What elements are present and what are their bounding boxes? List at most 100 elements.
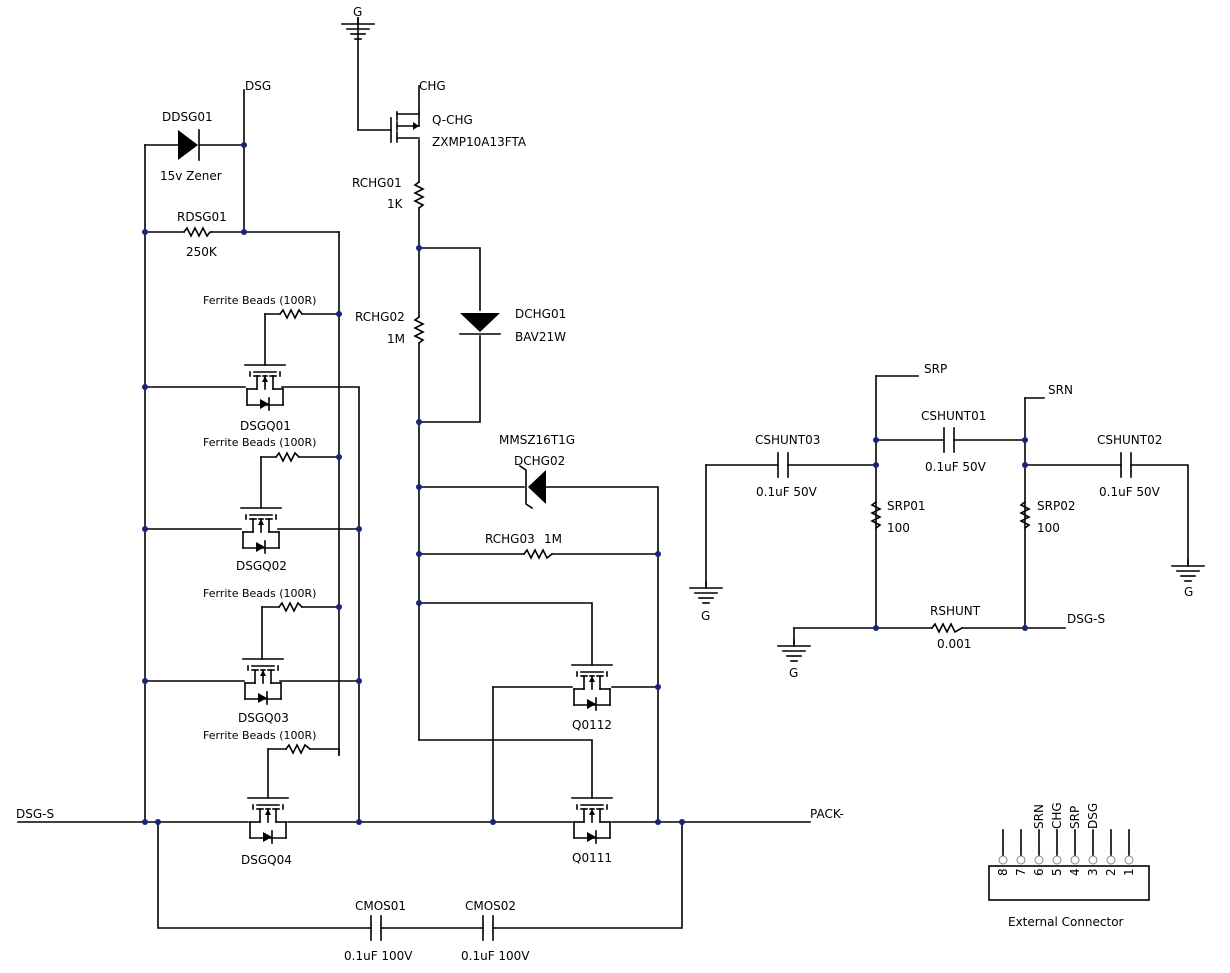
- label-ferrite1: Ferrite Beads (100R): [203, 294, 316, 307]
- mosfet-q0112: [571, 664, 613, 711]
- label-dsg-net: DSG: [245, 79, 271, 93]
- label-dsgs-right: DSG-S: [1067, 612, 1105, 626]
- resistor-rdsg01: [182, 226, 213, 238]
- label-ferrite2: Ferrite Beads (100R): [203, 436, 316, 449]
- label-rchg01: RCHG01: [352, 176, 402, 190]
- junctions: [142, 142, 1028, 825]
- connector-pin: [1016, 855, 1026, 865]
- connector-pin: [1124, 855, 1134, 865]
- label-dchg02: DCHG02: [514, 454, 565, 468]
- label-rchg02-val: 1M: [387, 332, 405, 346]
- label-cmos02: CMOS02: [465, 899, 516, 913]
- zener-ddsg01: [178, 129, 200, 161]
- label-cmos01: CMOS01: [355, 899, 406, 913]
- label-dsgq04: DSGQ04: [241, 853, 292, 867]
- label-cmos02-val: 0.1uF 100V: [461, 949, 530, 963]
- label-dchg01-part: BAV21W: [515, 330, 566, 344]
- diode-dchg01: [459, 313, 501, 335]
- capacitor-cshunt02: [1120, 452, 1132, 478]
- label-dsgq03: DSGQ03: [238, 711, 289, 725]
- resistor-ferrite2: [274, 451, 301, 463]
- mosfet-dsgq04: [247, 797, 289, 844]
- connector-pin-number: 1: [1122, 868, 1136, 876]
- label-cshunt02: CSHUNT02: [1097, 433, 1162, 447]
- connector-pin: [1034, 855, 1044, 865]
- resistor-rchg01: [413, 180, 425, 210]
- label-rdsg01-val: 250K: [186, 245, 218, 259]
- connector-pin-signal: CHG: [1050, 802, 1064, 829]
- resistor-rchg02: [413, 315, 425, 345]
- resistor-rchg03: [522, 548, 554, 560]
- connector-pin-number: 5: [1050, 868, 1064, 876]
- mosfet-dsgq03: [242, 658, 284, 705]
- label-srp01-val: 100: [887, 521, 910, 535]
- label-ddsg01: DDSG01: [162, 110, 213, 124]
- zener-dchg02: [518, 464, 546, 510]
- label-srp02: SRP02: [1037, 499, 1075, 513]
- label-qchg-part: ZXMP10A13FTA: [432, 135, 527, 149]
- label-chg-net: CHG: [419, 79, 446, 93]
- ground-cshunt02: [1171, 559, 1205, 582]
- label-qchg-name: Q-CHG: [432, 113, 473, 127]
- label-srp01: SRP01: [887, 499, 925, 513]
- label-mmsz: MMSZ16T1G: [499, 433, 575, 447]
- connector-pin: [1052, 855, 1062, 865]
- label-cshunt03-val: 0.1uF 50V: [756, 485, 818, 499]
- connector-pin-signal: SRN: [1032, 804, 1046, 829]
- capacitor-cshunt03: [777, 452, 789, 478]
- label-dsgs-left: DSG-S: [16, 807, 54, 821]
- label-cshunt01-val: 0.1uF 50V: [925, 460, 987, 474]
- connector-pin-number: 7: [1014, 868, 1028, 876]
- label-dsgq01: DSGQ01: [240, 419, 291, 433]
- connector-pin-number: 6: [1032, 868, 1046, 876]
- label-dchg01: DCHG01: [515, 307, 566, 321]
- label-rdsg01: RDSG01: [177, 210, 227, 224]
- label-rchg03: RCHG03: [485, 532, 535, 546]
- label-rchg03-val: 1M: [544, 532, 562, 546]
- resistor-ferrite4: [284, 743, 312, 755]
- label-g-left: G: [701, 609, 710, 623]
- ground-rshunt: [777, 639, 811, 662]
- connector-pin-number: 3: [1086, 868, 1100, 876]
- label-zener15: 15v Zener: [160, 169, 222, 183]
- label-ferrite4: Ferrite Beads (100R): [203, 729, 316, 742]
- labels: G CHG Q-CHG ZXMP10A13FTA DSG DDSG01 15v …: [16, 5, 1193, 963]
- label-cmos01-val: 0.1uF 100V: [344, 949, 413, 963]
- label-rshunt: RSHUNT: [930, 604, 981, 618]
- connector-pin-signal: SRP: [1068, 806, 1082, 829]
- label-ext-connector: External Connector: [1008, 915, 1124, 929]
- label-ferrite3: Ferrite Beads (100R): [203, 587, 316, 600]
- connector-pin-number: 8: [996, 868, 1010, 876]
- label-srn-net: SRN: [1048, 383, 1073, 397]
- label-g-top: G: [353, 5, 362, 19]
- label-srp-net: SRP: [924, 362, 947, 376]
- label-dsgq02: DSGQ02: [236, 559, 287, 573]
- mosfet-qchg: [390, 111, 420, 143]
- mosfet-dsgq02: [240, 507, 282, 554]
- capacitor-cmos02: [482, 915, 494, 941]
- connector-pin: [1070, 855, 1080, 865]
- connector-pin-number: 4: [1068, 868, 1082, 876]
- label-rchg01-val: 1K: [387, 197, 404, 211]
- capacitor-cshunt01: [943, 427, 955, 453]
- label-pack-neg: PACK-: [810, 807, 844, 821]
- wires: [17, 17, 1189, 929]
- label-q0111: Q0111: [572, 851, 612, 865]
- resistor-ferrite1: [278, 308, 304, 320]
- label-q0112: Q0112: [572, 718, 612, 732]
- connector-pin: [1106, 855, 1116, 865]
- mosfet-q0111: [571, 797, 613, 844]
- capacitor-cmos01: [370, 915, 382, 941]
- connector-pin-number: 2: [1104, 868, 1118, 876]
- label-g-right: G: [1184, 585, 1193, 599]
- label-cshunt02-val: 0.1uF 50V: [1099, 485, 1161, 499]
- connector-pin: [998, 855, 1008, 865]
- resistor-ferrite3: [277, 601, 304, 613]
- label-rshunt-val: 0.001: [937, 637, 971, 651]
- mosfet-dsgq01: [244, 364, 286, 411]
- resistor-srp01: [870, 500, 882, 530]
- ground-cshunt03: [689, 581, 723, 604]
- resistor-rshunt: [930, 622, 964, 634]
